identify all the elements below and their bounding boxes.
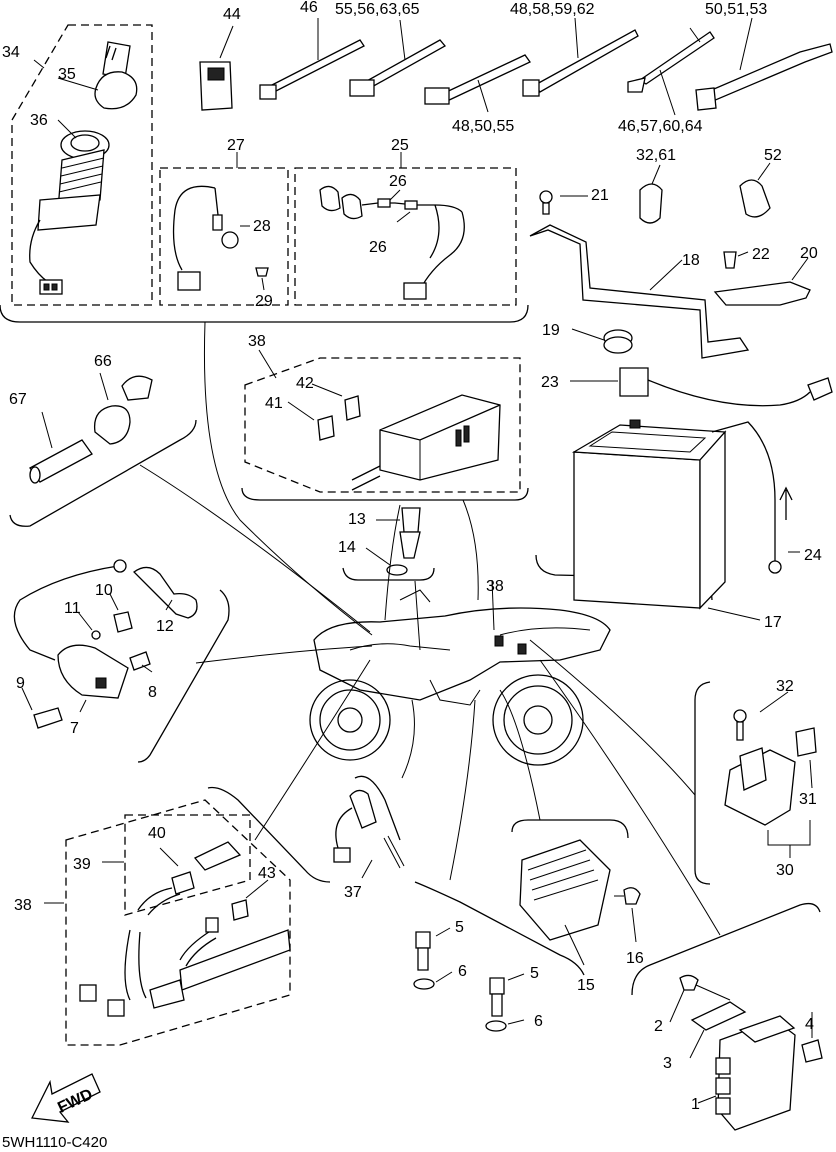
callout-15: 15	[577, 977, 595, 994]
callout-42: 42	[296, 375, 314, 392]
callout-labels: 1 2 3 4 5 5 6 6 7 8 9 10 11 12 13 14 15 …	[2, 0, 822, 1113]
thermo-switch-group	[342, 507, 435, 581]
callout-34: 34	[2, 44, 20, 61]
callout-6a: 6	[458, 963, 467, 980]
neutral-switch-group	[333, 775, 405, 879]
callout-5a: 5	[455, 919, 464, 936]
fuse-box-group	[241, 349, 529, 501]
callout-50-51-53: 50,51,53	[705, 1, 767, 18]
callout-2: 2	[654, 1018, 663, 1035]
callout-39: 39	[73, 856, 91, 873]
callout-23: 23	[541, 374, 559, 391]
callout-22: 22	[752, 246, 770, 263]
callout-20: 20	[800, 245, 818, 262]
callout-11: 11	[64, 600, 81, 617]
callout-46-57-60-64: 46,57,60,64	[618, 118, 703, 135]
top-row-parts	[199, 17, 833, 116]
callout-40: 40	[148, 825, 166, 842]
battery-group	[535, 367, 833, 621]
callout-6b: 6	[534, 1013, 543, 1030]
callout-31: 31	[799, 791, 817, 808]
bracket-cluster	[529, 162, 811, 359]
callout-44: 44	[223, 6, 241, 23]
callout-14: 14	[338, 539, 356, 556]
callout-25: 25	[391, 137, 409, 154]
callout-9: 9	[16, 675, 25, 692]
main-switch-group	[0, 24, 529, 323]
starter-relay-group	[694, 681, 817, 885]
callout-41: 41	[265, 395, 283, 412]
fwd-arrow-icon: FWD	[31, 1073, 101, 1123]
callout-67: 67	[9, 391, 27, 408]
callout-21: 21	[591, 187, 609, 204]
callout-32-61: 32,61	[636, 147, 676, 164]
callout-10: 10	[95, 582, 113, 599]
callout-38c: 38	[14, 897, 32, 914]
callout-7: 7	[70, 720, 79, 737]
callout-46: 46	[300, 0, 318, 16]
callout-27: 27	[227, 137, 245, 154]
callout-66: 66	[94, 353, 112, 370]
callout-19: 19	[542, 322, 560, 339]
callout-18: 18	[682, 252, 700, 269]
callout-38b: 38	[486, 578, 504, 595]
callout-28: 28	[253, 218, 271, 235]
callout-8: 8	[148, 684, 157, 701]
callout-3: 3	[663, 1055, 672, 1072]
callout-26a: 26	[389, 173, 407, 190]
callout-52: 52	[764, 147, 782, 164]
callout-55-56-63-65: 55,56,63,65	[335, 1, 420, 18]
callout-32: 32	[776, 678, 794, 695]
horn-group	[9, 372, 197, 527]
callout-38a: 38	[248, 333, 266, 350]
atv-vehicle	[309, 579, 611, 766]
callout-36: 36	[30, 112, 48, 129]
callout-43: 43	[258, 865, 276, 882]
callout-48-58-59-62: 48,58,59,62	[510, 1, 595, 18]
diagram-code: 5WH1110-C420	[2, 1134, 107, 1151]
sensor-lead-group	[294, 152, 517, 306]
callout-24: 24	[804, 547, 822, 564]
ignition-coil-group	[13, 559, 230, 763]
callout-48-50-55: 48,50,55	[452, 118, 514, 135]
leader-curves	[139, 321, 721, 936]
callout-26b: 26	[369, 239, 387, 256]
callout-4: 4	[805, 1016, 814, 1033]
callout-5b: 5	[530, 965, 539, 982]
callout-29: 29	[255, 293, 273, 310]
callout-16: 16	[626, 950, 644, 967]
callout-12: 12	[156, 618, 174, 635]
rectifier-group	[413, 819, 641, 1032]
callout-17: 17	[764, 614, 782, 631]
callout-13: 13	[348, 511, 366, 528]
callout-1: 1	[691, 1096, 700, 1113]
wire-harness-group	[44, 786, 331, 1046]
cdi-unit-group	[631, 902, 823, 1131]
callout-37: 37	[344, 884, 362, 901]
callout-35: 35	[58, 66, 76, 83]
wire-lead-group	[159, 152, 289, 306]
callout-30: 30	[776, 862, 794, 879]
